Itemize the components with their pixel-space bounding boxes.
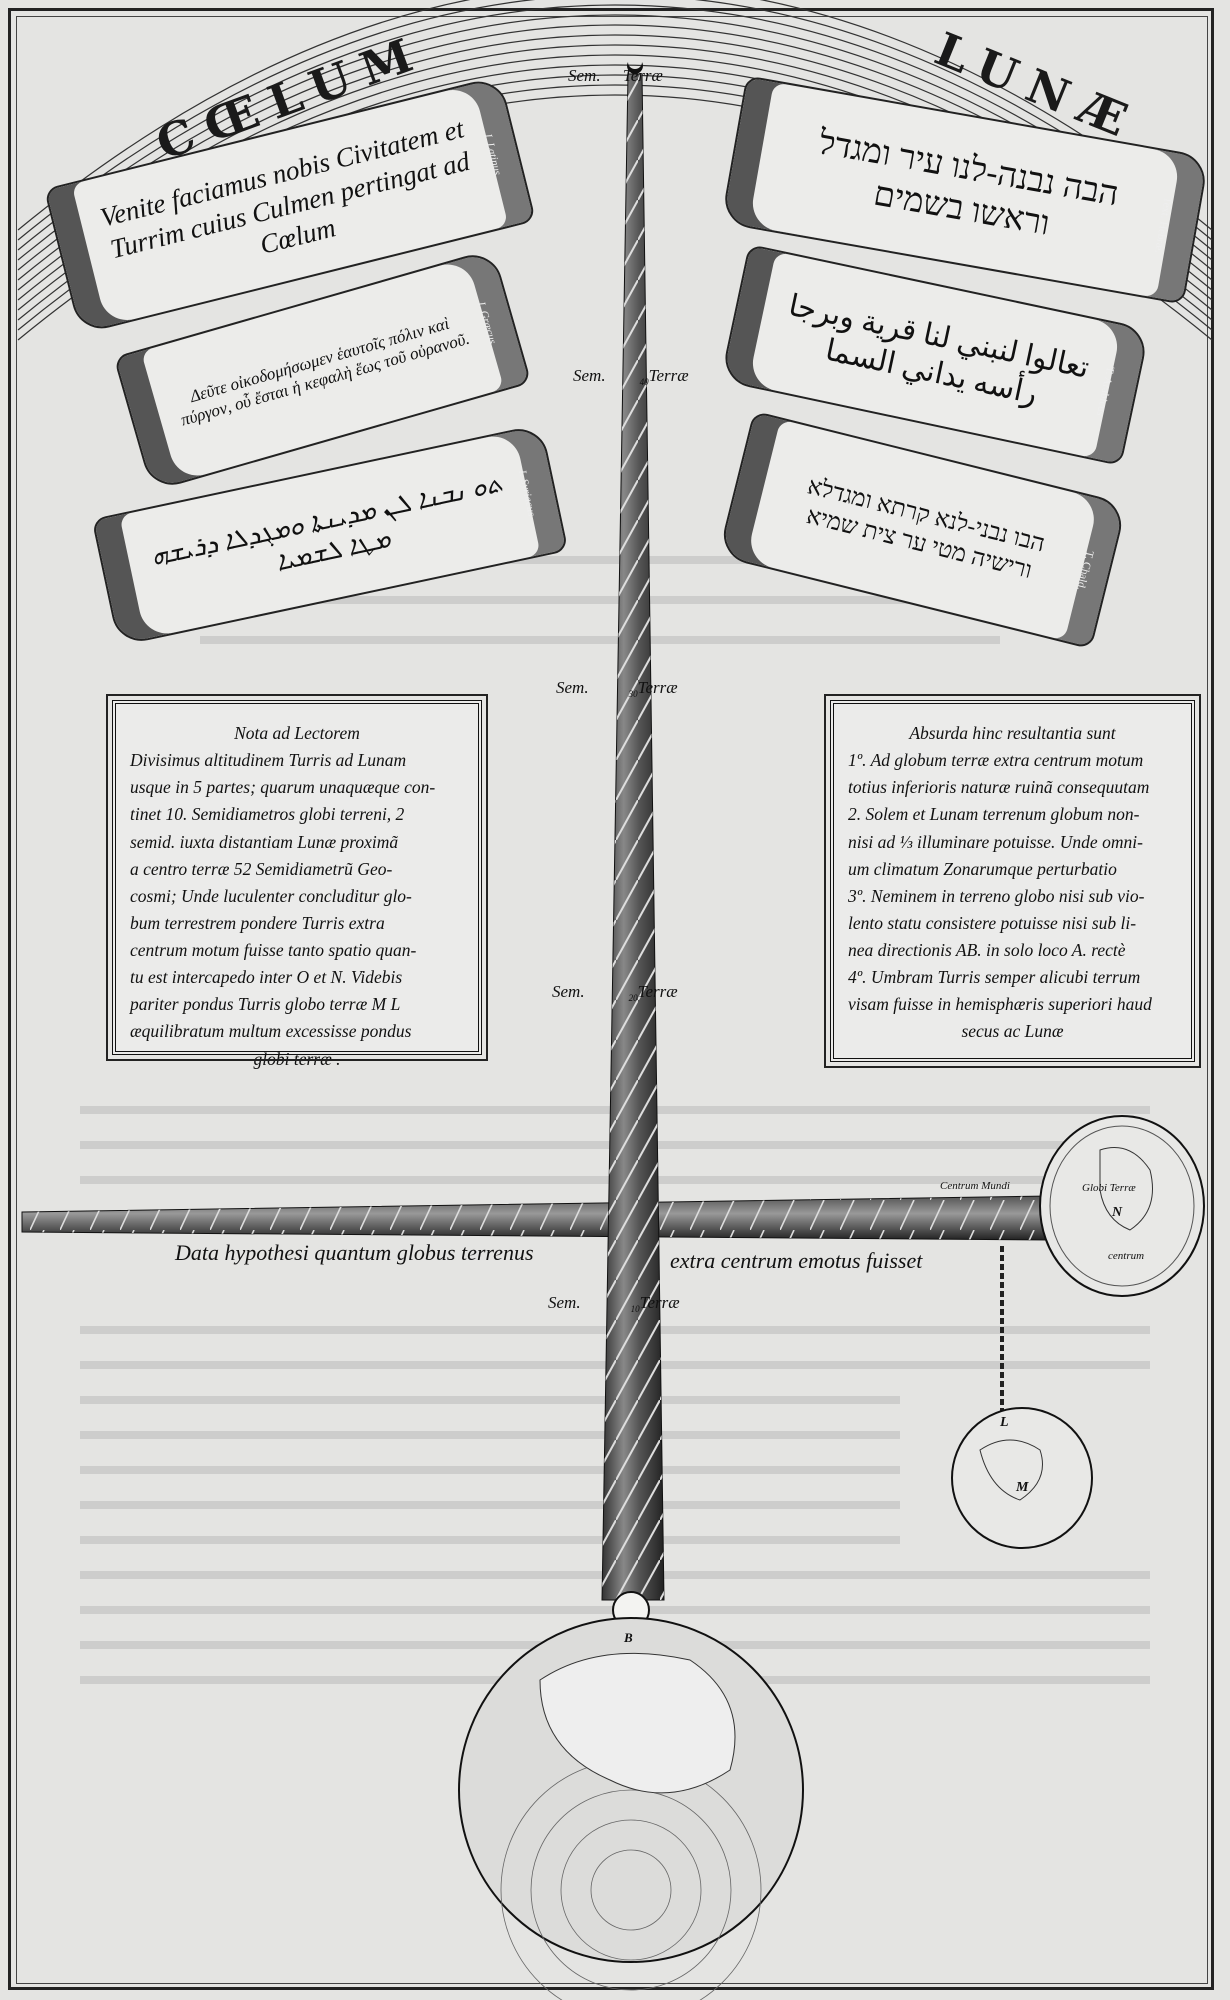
globi-terrae-label: Globi Terræ <box>1082 1182 1136 1194</box>
absurd-line: nisi ad ⅓ illuminare potuisse. Unde omni… <box>848 831 1143 852</box>
note-line: æquilibratum multum excessisse pondus <box>130 1021 412 1042</box>
absurd-line: visam fuisse in hemisphæris superiori ha… <box>848 994 1152 1015</box>
point-n-label: N <box>1112 1205 1123 1220</box>
caption-left: Data hypothesi quantum globus terrenus <box>175 1240 534 1265</box>
horizontal-tower <box>21 1195 1051 1241</box>
absurd-line: 3º. Neminem in terreno globo nisi sub vi… <box>848 885 1145 906</box>
inner-frame <box>16 16 1208 1984</box>
note-line: cosmi; Unde luculenter concluditur glo- <box>130 885 412 906</box>
note-line: usque in 5 partes; quarum unaquæque con- <box>130 777 436 798</box>
note-to-reader-box: Nota ad Lectorem Divisimus altitudinem T… <box>106 694 488 1069</box>
note-line: bum terrestrem pondere Turris extra <box>130 912 385 933</box>
note-line: Divisimus altitudinem Turris ad Lunam <box>130 750 407 771</box>
vertical-tower <box>601 73 665 1601</box>
absurd-line: 2. Solem et Lunam terrenum globum non- <box>848 804 1140 825</box>
absurd-line: totius inferioris naturæ ruinã consequut… <box>848 777 1150 798</box>
hanging-moon-globe <box>951 1407 1093 1549</box>
note-line: centrum motum fuisse tanto spatio quan- <box>130 940 417 960</box>
absurd-line: lento statu consistere potuisse nisi sub… <box>848 912 1137 933</box>
absurdities-title: Absurda hinc resultantia sunt <box>909 723 1116 743</box>
absurdities-box: Absurda hinc resultantia sunt 1º. Ad glo… <box>824 694 1201 1068</box>
point-m-label: M <box>1016 1480 1029 1495</box>
tower-label-10: Sem.10Terræ <box>548 1293 680 1315</box>
absurd-line: 4º. Umbram Turris semper alicubi terrum <box>848 967 1141 988</box>
absurd-line: um climatum Zonarumque perturbatio <box>848 858 1117 879</box>
tower-label-30: Sem.30Terræ <box>556 678 678 700</box>
moon-crescent-icon <box>627 62 643 74</box>
caption-right: extra centrum emotus fuisset <box>670 1248 923 1273</box>
note-line: a centro terræ 52 Semidiametrũ Geo- <box>130 858 393 879</box>
note-title: Nota ad Lectorem <box>234 723 360 743</box>
note-line: globi terræ . <box>253 1048 341 1069</box>
centrum-mundi-label: Centrum Mundi <box>940 1180 1010 1192</box>
point-l-label: L <box>1000 1415 1009 1430</box>
displaced-earth-globe <box>1039 1115 1205 1297</box>
absurd-line: secus ac Lunæ <box>961 1021 1064 1042</box>
earth-globe <box>458 1617 804 2000</box>
note-line: tu est intercapedo inter O et N. Videbis <box>130 967 403 988</box>
note-line: pariter pondus Turris globo terræ M L <box>130 994 401 1015</box>
note-line: semid. iuxta distantiam Lunæ proximã <box>130 831 399 852</box>
point-b-label: B <box>624 1630 633 1645</box>
centrum-label: centrum <box>1108 1250 1145 1262</box>
tower-label-50: Sem. Terræ <box>568 66 663 85</box>
absurd-line: nea directionis AB. in solo loco A. rect… <box>848 940 1126 960</box>
note-line: tinet 10. Semidiametros globi terreni, 2 <box>130 804 405 825</box>
tower-label-20: Sem.20Terræ <box>552 982 678 1004</box>
absurd-line: 1º. Ad globum terræ extra centrum motum <box>848 750 1144 771</box>
tower-label-40: Sem.40Terræ <box>573 366 689 388</box>
outer-frame <box>8 8 1214 1990</box>
